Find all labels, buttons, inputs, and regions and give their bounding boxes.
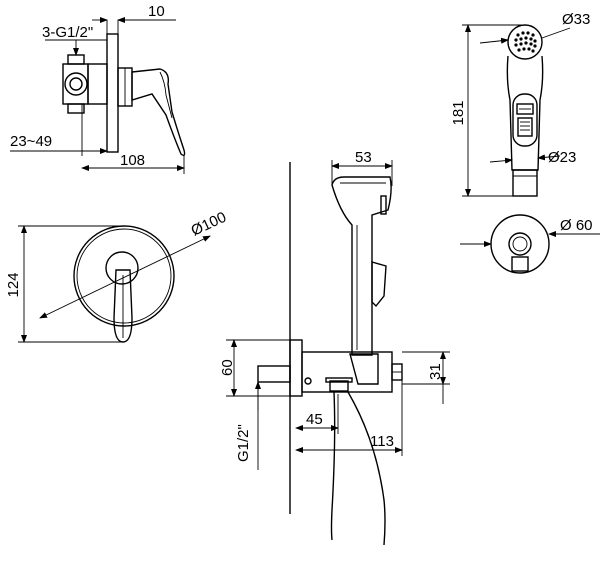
front-diameter-label: Ø100 [189, 209, 229, 240]
side-view-mixer [62, 20, 186, 157]
assembly-holder-offset-label: 45 [306, 411, 323, 428]
front-height-label: 124 [5, 272, 22, 297]
side-thickness-label: 10 [148, 3, 165, 20]
sprayer-length-label: 181 [450, 100, 467, 125]
assembly-dimensions: 53 60 G1/2" 45 113 31 [219, 149, 450, 470]
side-wall-depth-label: 23~49 [10, 133, 52, 150]
front-view-mixer [73, 225, 175, 343]
side-thread-label: 3-G1/2" [42, 24, 93, 41]
sprayer-dimensions: Ø33 181 Ø23 [450, 11, 590, 197]
assembly-head-width-label: 53 [355, 149, 372, 166]
assembly-view [257, 162, 403, 546]
side-depth-label: 108 [120, 152, 145, 169]
sprayer-handle-diameter-label: Ø23 [548, 149, 576, 166]
holder-dimensions: Ø 60 [460, 217, 600, 247]
side-view-dimensions: 10 3-G1/2" 23~49 108 [10, 3, 185, 174]
nozzle-holes-icon [514, 31, 537, 53]
holder-view [490, 214, 550, 274]
sprayer-view [506, 24, 544, 197]
assembly-holder-height-label: 31 [427, 363, 444, 380]
assembly-outlet-height-label: 60 [219, 359, 236, 376]
front-view-dimensions: 124 Ø100 [5, 209, 229, 343]
assembly-thread-label: G1/2" [235, 424, 252, 462]
assembly-width-label: 113 [370, 433, 394, 450]
sprayer-nozzle-diameter-label: Ø33 [562, 11, 590, 28]
holder-diameter-label: Ø 60 [560, 217, 593, 234]
